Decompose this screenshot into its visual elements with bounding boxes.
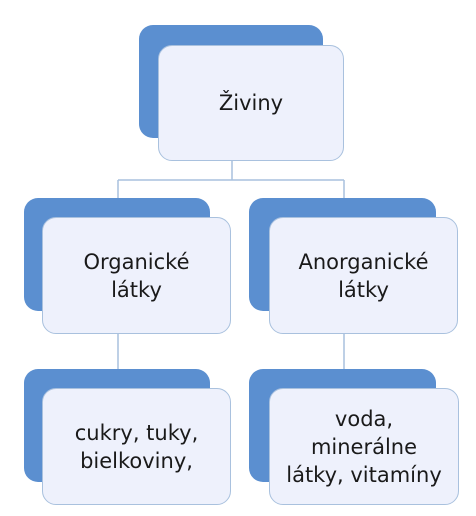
left-branch-label: Organické látky — [83, 249, 190, 302]
root-node: Živiny — [158, 45, 344, 161]
right-branch-node: Anorganické látky — [269, 217, 458, 334]
left-leaf-node: cukry, tuky, bielkoviny, — [42, 388, 231, 505]
right-leaf-node: voda, minerálne látky, vitamíny — [269, 388, 459, 505]
root-node-label: Živiny — [218, 91, 284, 115]
right-leaf-label: voda, minerálne látky, vitamíny — [286, 406, 442, 487]
left-leaf-label: cukry, tuky, bielkoviny, — [74, 420, 199, 473]
left-branch-node: Organické látky — [42, 217, 231, 334]
right-branch-label: Anorganické látky — [298, 249, 429, 302]
